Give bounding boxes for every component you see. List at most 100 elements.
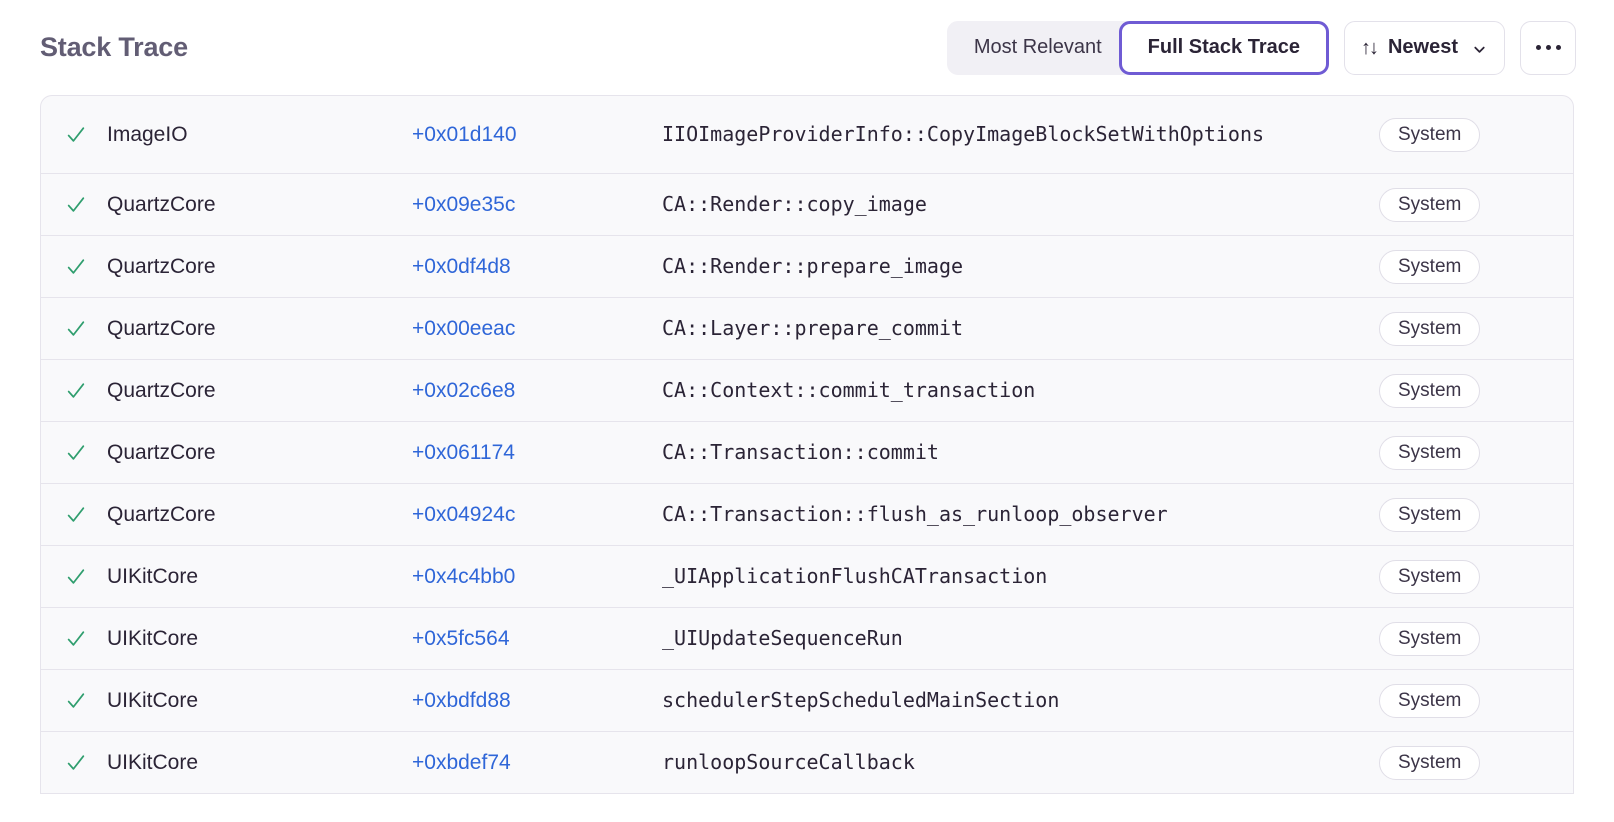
table-row[interactable]: QuartzCore +0x09e35c CA::Render::copy_imag… (41, 174, 1573, 236)
module-name: QuartzCore (107, 192, 216, 216)
symbol-name: CA::Context::commit_transaction (662, 377, 1036, 402)
status-badge: System (1379, 373, 1481, 408)
symbol-name: CA::Transaction::flush_as_runloop_observ… (662, 501, 1168, 526)
check-icon (67, 126, 85, 142)
symbol-name: CA::Render::prepare_image (662, 253, 964, 278)
frame-checkbox[interactable] (41, 628, 107, 650)
table-row[interactable]: UIKitCore +0x4c4bb0 _UIApplicationFlushCAT… (41, 546, 1573, 608)
check-icon (67, 692, 85, 708)
page-title: Stack Trace (40, 32, 188, 62)
symbol-name: IIOImageProviderInfo::CopyImageBlockSetW… (662, 121, 1265, 146)
frame-checkbox[interactable] (41, 380, 107, 402)
table-row[interactable]: ImageIO +0x01d140 IIOImageProviderInfo::Co… (41, 96, 1573, 174)
module-name: QuartzCore (107, 316, 216, 340)
module-name: QuartzCore (107, 378, 216, 402)
table-row[interactable]: UIKitCore +0x5fc564 _UIUpdateSequenceRun Sy… (41, 608, 1573, 670)
symbol-name: CA::Layer::prepare_commit (662, 315, 964, 340)
module-name: UIKitCore (107, 626, 199, 650)
status-badge: System (1379, 187, 1481, 222)
frame-offset-link[interactable]: +0x061174 (412, 440, 515, 464)
frame-checkbox[interactable] (41, 566, 107, 588)
badge-cell: System (1370, 249, 1540, 284)
status-badge: System (1379, 745, 1481, 780)
header-toolbar: Most Relevant Full Stack Trace ↑↓ Newest (946, 20, 1576, 75)
badge-cell: System (1370, 621, 1540, 656)
chevron-down-icon (1472, 40, 1487, 55)
module-name: QuartzCore (107, 440, 216, 464)
sort-button-label: Newest (1387, 36, 1458, 58)
frame-offset-link[interactable]: +0xbdfd88 (412, 688, 511, 712)
more-options-button[interactable] (1520, 20, 1576, 75)
frame-offset-link[interactable]: +0x02c6e8 (412, 378, 516, 402)
check-icon (67, 258, 85, 274)
trace-view-segmented-control: Most Relevant Full Stack Trace (946, 20, 1329, 75)
status-badge: System (1379, 117, 1481, 152)
badge-cell: System (1370, 435, 1540, 470)
check-icon (67, 444, 85, 460)
symbol-name: CA::Transaction::commit (662, 439, 939, 464)
segment-full-stack-trace[interactable]: Full Stack Trace (1118, 20, 1329, 75)
check-icon (67, 196, 85, 212)
frame-checkbox[interactable] (41, 690, 107, 712)
symbol-name: CA::Render::copy_image (662, 191, 927, 216)
status-badge: System (1379, 683, 1481, 718)
status-badge: System (1379, 249, 1481, 284)
check-icon (67, 754, 85, 770)
check-icon (67, 382, 85, 398)
check-icon (67, 506, 85, 522)
frame-offset-link[interactable]: +0x0df4d8 (412, 254, 511, 278)
sort-button[interactable]: ↑↓ Newest (1343, 20, 1505, 75)
table-row[interactable]: UIKitCore +0xbdef74 runloopSourceCallback S… (41, 732, 1573, 794)
frame-checkbox[interactable] (41, 124, 107, 146)
segment-most-relevant[interactable]: Most Relevant (946, 20, 1133, 75)
table-row[interactable]: QuartzCore +0x061174 CA::Transaction::comm… (41, 422, 1573, 484)
status-badge: System (1379, 559, 1481, 594)
table-row[interactable]: QuartzCore +0x00eeac CA::Layer::prepare_co… (41, 298, 1573, 360)
frame-checkbox[interactable] (41, 442, 107, 464)
status-badge: System (1379, 311, 1481, 346)
frame-offset-link[interactable]: +0x00eeac (412, 316, 516, 340)
frame-checkbox[interactable] (41, 504, 107, 526)
frame-offset-link[interactable]: +0xbdef74 (412, 750, 511, 774)
symbol-name: runloopSourceCallback (662, 749, 915, 774)
badge-cell: System (1370, 559, 1540, 594)
frame-checkbox[interactable] (41, 256, 107, 278)
symbol-name: schedulerStepScheduledMainSection (662, 687, 1060, 712)
stack-trace-header: Stack Trace Most Relevant Full Stack Tra… (0, 0, 1614, 95)
module-name: UIKitCore (107, 564, 199, 588)
module-name: UIKitCore (107, 750, 199, 774)
frame-offset-link[interactable]: +0x09e35c (412, 192, 516, 216)
badge-cell: System (1370, 745, 1540, 780)
module-name: QuartzCore (107, 254, 216, 278)
frame-checkbox[interactable] (41, 194, 107, 216)
status-badge: System (1379, 621, 1481, 656)
badge-cell: System (1370, 117, 1540, 152)
ellipsis-icon (1535, 45, 1541, 50)
frame-offset-link[interactable]: +0x4c4bb0 (412, 564, 516, 588)
frame-offset-link[interactable]: +0x5fc564 (412, 626, 510, 650)
table-row[interactable]: QuartzCore +0x0df4d8 CA::Render::prepare_i… (41, 236, 1573, 298)
table-row[interactable]: QuartzCore +0x04924c CA::Transaction::flus… (41, 484, 1573, 546)
symbol-name: _UIApplicationFlushCATransaction (662, 563, 1048, 588)
table-row[interactable]: QuartzCore +0x02c6e8 CA::Context::commit_t… (41, 360, 1573, 422)
badge-cell: System (1370, 373, 1540, 408)
badge-cell: System (1370, 497, 1540, 532)
frame-checkbox[interactable] (41, 752, 107, 774)
status-badge: System (1379, 435, 1481, 470)
module-name: ImageIO (107, 122, 188, 146)
stack-trace-table: ImageIO +0x01d140 IIOImageProviderInfo::Co… (40, 95, 1574, 794)
module-name: QuartzCore (107, 502, 216, 526)
frame-offset-link[interactable]: +0x04924c (412, 502, 516, 526)
symbol-name: _UIUpdateSequenceRun (662, 625, 903, 650)
check-icon (67, 320, 85, 336)
badge-cell: System (1370, 683, 1540, 718)
sort-arrows-icon: ↑↓ (1360, 36, 1379, 59)
frame-offset-link[interactable]: +0x01d140 (412, 122, 517, 146)
badge-cell: System (1370, 311, 1540, 346)
badge-cell: System (1370, 187, 1540, 222)
frame-checkbox[interactable] (41, 318, 107, 340)
check-icon (67, 568, 85, 584)
status-badge: System (1379, 497, 1481, 532)
ellipsis-icon-dot-2 (1545, 45, 1551, 50)
